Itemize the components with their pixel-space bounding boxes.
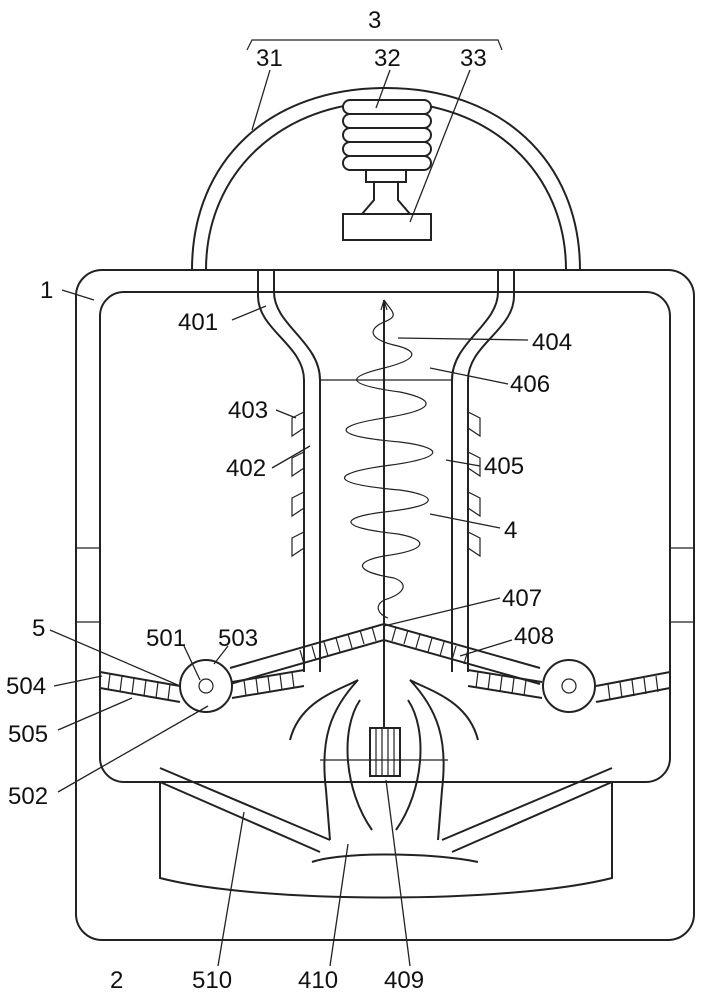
funnel-neck-left-inner: [273, 270, 321, 672]
label-409: 409: [384, 967, 424, 994]
label-32: 32: [374, 45, 401, 72]
label-501: 501: [146, 625, 186, 652]
label-410: 410: [298, 967, 338, 994]
label-406: 406: [510, 371, 550, 398]
base-plates: [159, 767, 613, 853]
base-tub: [159, 782, 613, 899]
funnel-neck-right-inner: [451, 270, 499, 672]
label-401: 401: [178, 309, 218, 336]
label-407: 407: [502, 585, 542, 612]
bellows: [342, 99, 432, 171]
cage-right: [395, 699, 422, 831]
label-1: 1: [40, 277, 53, 304]
label-4: 4: [504, 517, 517, 544]
label-2: 2: [110, 967, 123, 994]
label-403: 403: [228, 397, 268, 424]
label-510: 510: [192, 967, 232, 994]
upper-conveyor: [229, 622, 541, 685]
dome-outer: [191, 86, 581, 271]
motor: [369, 727, 401, 777]
leader-lines: [49, 69, 529, 967]
label-404: 404: [532, 329, 572, 356]
label-402: 402: [226, 455, 266, 482]
label-33: 33: [460, 45, 487, 72]
left-belt: [99, 669, 305, 703]
left-roller: [179, 659, 233, 713]
plunger: [342, 169, 432, 241]
right-fins: [467, 411, 481, 558]
label-503: 503: [218, 625, 258, 652]
left-fins: [291, 411, 305, 558]
label-504: 504: [6, 673, 46, 700]
side-joints: [76, 547, 694, 623]
housing-inner: [99, 291, 671, 783]
group-bracket: [246, 39, 503, 51]
label-5: 5: [32, 615, 45, 642]
label-502: 502: [8, 783, 48, 810]
label-408: 408: [514, 623, 554, 650]
right-belt: [467, 669, 671, 703]
funnel-neck-left: [257, 270, 305, 672]
label-505: 505: [8, 721, 48, 748]
label-31: 31: [256, 45, 283, 72]
label-3: 3: [368, 7, 381, 34]
right-roller: [542, 659, 596, 713]
hopper-bottom: [311, 853, 479, 863]
housing-outer: [75, 269, 695, 941]
cage-left: [346, 699, 373, 831]
label-405: 405: [484, 453, 524, 480]
helical-screw: [344, 299, 434, 619]
